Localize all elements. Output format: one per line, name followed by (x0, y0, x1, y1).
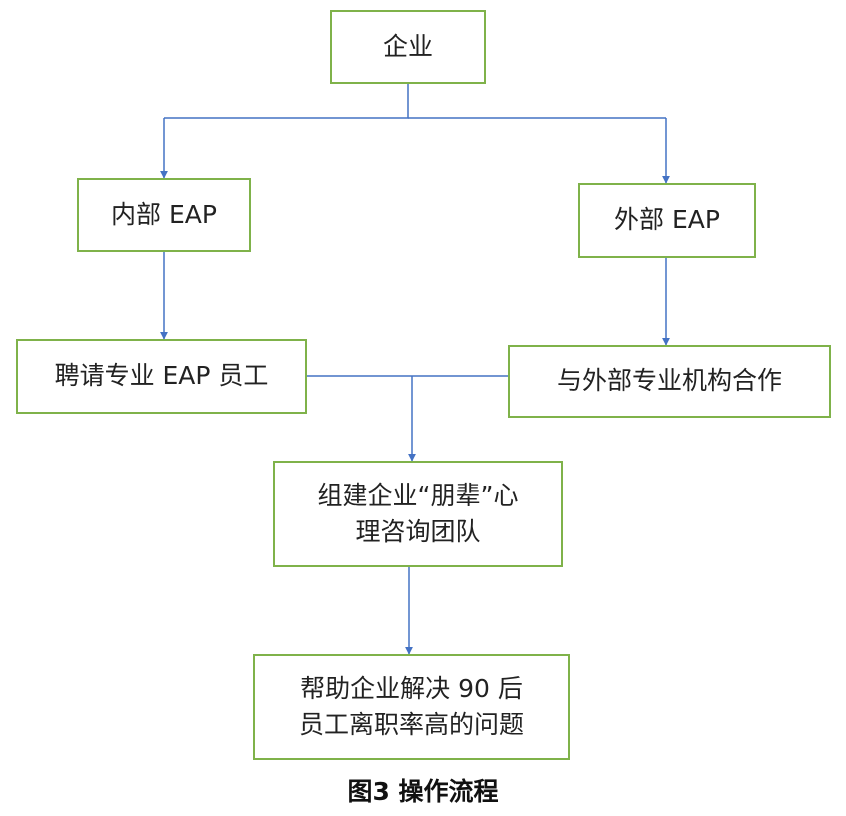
connector-enterprise-split (164, 84, 409, 119)
node-external-partner: 与外部专业机构合作 (508, 345, 831, 418)
node-hire-eap-staff: 聘请专业 EAP 员工 (16, 339, 307, 414)
figure-caption: 图3 操作流程 (347, 777, 499, 806)
node-enterprise-label: 企业 (382, 31, 433, 61)
node-internal-eap: 内部 EAP (77, 178, 251, 252)
node-external-eap-label: 外部 EAP (614, 205, 720, 235)
node-enterprise: 企业 (330, 10, 486, 84)
node-external-partner-label: 与外部专业机构合作 (556, 366, 782, 396)
node-hire-eap-staff-label: 聘请专业 EAP 员工 (54, 361, 269, 391)
node-peer-team: 组建企业“朋辈”心 理咨询团队 (273, 461, 563, 567)
node-peer-team-line-1: 组建企业“朋辈”心 (317, 480, 519, 510)
node-external-eap: 外部 EAP (578, 183, 756, 258)
node-solve-problem-line-2: 员工离职率高的问题 (298, 710, 524, 739)
node-solve-problem: 帮助企业解决 90 后 员工离职率高的问题 (253, 654, 570, 760)
node-solve-problem-line-1: 帮助企业解决 90 后 (300, 673, 523, 703)
node-internal-eap-label: 内部 EAP (111, 199, 217, 229)
node-peer-team-line-2: 理咨询团队 (355, 517, 481, 546)
